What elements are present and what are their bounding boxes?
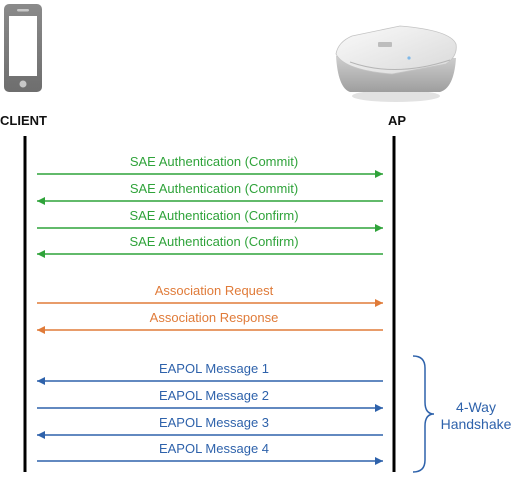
message-label: SAE Authentication (Confirm) — [129, 208, 298, 223]
message-label: EAPOL Message 2 — [159, 388, 269, 403]
message-label: Association Request — [155, 283, 274, 298]
handshake-bracket: 4-Way Handshake — [412, 355, 512, 473]
arrow-right-icon — [375, 170, 383, 178]
message-label: EAPOL Message 4 — [159, 441, 269, 456]
arrow-left-icon — [37, 377, 45, 385]
message-label: SAE Authentication (Confirm) — [129, 234, 298, 249]
arrow-right-icon — [375, 457, 383, 465]
message-eapol-10: EAPOL Message 4 — [37, 441, 383, 465]
message-sae-4: SAE Authentication (Confirm) — [37, 234, 383, 258]
message-sae-1: SAE Authentication (Commit) — [37, 154, 383, 178]
message-sae-3: SAE Authentication (Confirm) — [37, 208, 383, 232]
message-eapol-8: EAPOL Message 2 — [37, 388, 383, 412]
message-label: SAE Authentication (Commit) — [130, 181, 298, 196]
ap-label: AP — [388, 113, 406, 128]
client-label: CLIENT — [0, 113, 47, 128]
arrow-left-icon — [37, 326, 45, 334]
arrow-right-icon — [375, 224, 383, 232]
handshake-label-line1: 4-Way — [456, 399, 496, 415]
wireless-access-point-icon — [335, 25, 457, 102]
message-arrows: SAE Authentication (Commit) SAE Authentic… — [37, 154, 383, 465]
message-sae-2: SAE Authentication (Commit) — [37, 181, 383, 205]
arrow-left-icon — [37, 431, 45, 439]
message-label: EAPOL Message 3 — [159, 415, 269, 430]
arrow-left-icon — [37, 250, 45, 258]
message-label: Association Response — [150, 310, 279, 325]
smartphone-icon — [4, 4, 42, 92]
message-eapol-9: EAPOL Message 3 — [37, 415, 383, 439]
message-association-6: Association Response — [37, 310, 383, 334]
arrow-left-icon — [37, 197, 45, 205]
arrow-right-icon — [375, 404, 383, 412]
message-eapol-7: EAPOL Message 1 — [37, 361, 383, 385]
message-label: SAE Authentication (Commit) — [130, 154, 298, 169]
message-association-5: Association Request — [37, 283, 383, 307]
bracket-shape — [412, 355, 435, 473]
handshake-label-line2: Handshake — [441, 416, 512, 432]
message-label: EAPOL Message 1 — [159, 361, 269, 376]
arrow-right-icon — [375, 299, 383, 307]
